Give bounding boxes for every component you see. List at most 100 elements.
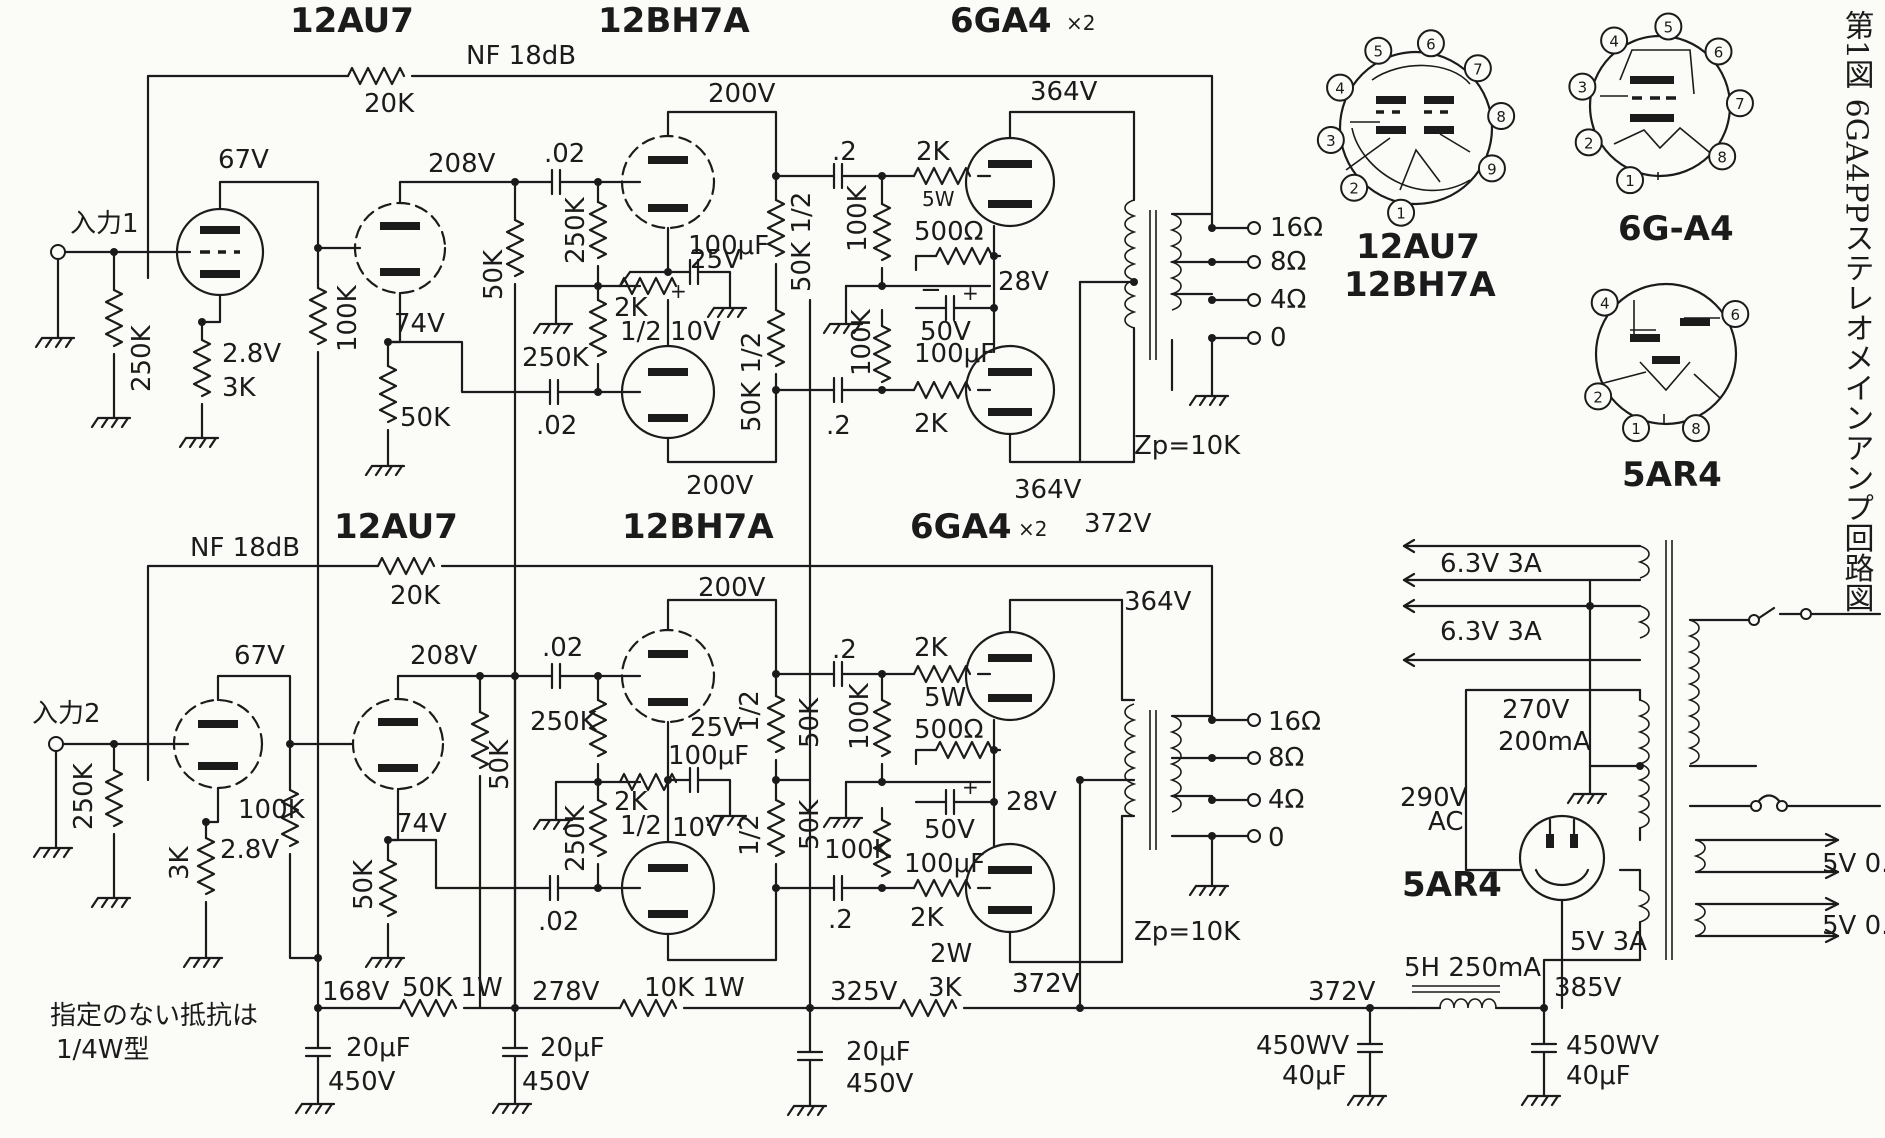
ch1-input-jack[interactable] bbox=[50, 244, 66, 260]
p6ga4-pin-label: 5 bbox=[1664, 18, 1674, 36]
p6ga4-pin-2 bbox=[1574, 128, 1603, 157]
ch2-v1b-cathode-voltage: 74V bbox=[396, 809, 447, 839]
ch1-output-grid-resistor-a: 100K bbox=[843, 184, 873, 252]
svg-text:+: + bbox=[962, 775, 979, 799]
supply-r10k1w: 10K 1W bbox=[644, 973, 745, 1003]
rect-tube-label: 5AR4 bbox=[1402, 865, 1502, 905]
p6ga4-pin-5 bbox=[1654, 12, 1683, 41]
p12au7-pin-1 bbox=[1387, 198, 1416, 227]
ch2-tube-v1b bbox=[351, 697, 445, 791]
ch1-bias-cap-voltage: 50V bbox=[920, 317, 971, 347]
p5ar4-pin-1 bbox=[1622, 414, 1651, 443]
ch2-cathode-resistor: 50K bbox=[349, 859, 379, 910]
ch1-terminal-4[interactable] bbox=[1247, 293, 1261, 307]
pinout-12au7-label: 12AU7 bbox=[1356, 227, 1480, 267]
rect-ac-voltage: 290V bbox=[1400, 783, 1468, 813]
ch2-output-8: 8Ω bbox=[1268, 743, 1304, 773]
ch2-output-grid-resistor-b: 100K bbox=[824, 835, 892, 865]
ch1-grid-stopper-b: 2K bbox=[914, 409, 949, 439]
ch1-pi-load-b: 50K 1/2 bbox=[737, 332, 767, 432]
supply-c3-voltage: 450V bbox=[846, 1069, 914, 1099]
ch2-pi-resistor: 2K bbox=[614, 787, 649, 817]
ch2-output-0: 0 bbox=[1268, 823, 1285, 853]
ch2-tube3-title: 6GA4 bbox=[910, 507, 1012, 547]
power-switch-b[interactable] bbox=[1800, 608, 1812, 620]
ch1-terminal-8[interactable] bbox=[1247, 255, 1261, 269]
ch1-v1b-plate-resistor: 50K bbox=[479, 249, 509, 300]
ch1-coupling-cap-b: .02 bbox=[536, 411, 577, 441]
p6ga4-pin-label: 3 bbox=[1578, 79, 1588, 97]
ch1-coupling-cap-a: .02 bbox=[544, 139, 585, 169]
ch1-supply-372: 372V bbox=[1084, 509, 1152, 539]
ch1-output-grid-resistor-b: 100K bbox=[847, 308, 877, 376]
supply-r3k-watt: 2W bbox=[930, 939, 972, 969]
supply-c2-value: 20μF bbox=[540, 1033, 605, 1063]
ch1-grid-stopper-watt: 5W bbox=[922, 187, 955, 211]
ch2-output-cap-a: .2 bbox=[832, 635, 857, 665]
ch2-pi-tail-voltage: 25V bbox=[690, 713, 741, 743]
supply-168v: 168V bbox=[322, 977, 390, 1007]
ch1-tube3-mult: ×2 bbox=[1066, 11, 1095, 35]
power-supply-rail: 168V 50K 1W 278V 10K 1W 325V 2W 3K 372V … bbox=[294, 939, 1659, 1117]
ch1-pi-resistor: 2K bbox=[614, 293, 649, 323]
pinout-6ga4-label: 6G-A4 bbox=[1618, 209, 1734, 249]
heater-winding-1: 6.3V 3A bbox=[1440, 549, 1542, 579]
ch2-pi-load-a: 50K bbox=[795, 697, 825, 748]
ch2-bias-pot: 500Ω bbox=[914, 715, 984, 745]
ch2-terminal-16[interactable] bbox=[1247, 713, 1261, 727]
ch1-v1b-cathode-voltage: 74V bbox=[394, 309, 445, 339]
figure-caption: 第1図 6GA4PPステレオメインアンプ回路図 bbox=[1839, 10, 1874, 613]
p12au7-pin-7 bbox=[1463, 54, 1492, 83]
p12au7-pin-9 bbox=[1477, 154, 1506, 183]
p12au7-pin-5 bbox=[1364, 36, 1393, 65]
p5ar4-pin-label: 8 bbox=[1691, 420, 1701, 438]
ch1-tube3-title: 6GA4 bbox=[950, 1, 1052, 41]
channel-2: 12AU7 12BH7A 6GA4 ×2 NF 18dB 20K 入力2 250… bbox=[32, 507, 1321, 1012]
supply-278v: 278V bbox=[532, 977, 600, 1007]
ch2-grid-resistor: 250K bbox=[69, 762, 99, 830]
ch2-pi-cap: 100μF bbox=[668, 741, 749, 771]
p12au7-pin-2 bbox=[1340, 173, 1369, 202]
ch2-pi-load-b-watt: 1/2 bbox=[735, 814, 765, 856]
supply-c2-voltage: 450V bbox=[522, 1067, 590, 1097]
supply-c5-value: 40μF bbox=[1566, 1061, 1631, 1091]
p6ga4-pin-label: 7 bbox=[1735, 95, 1745, 113]
rect-filament-winding: 5V 3A bbox=[1570, 927, 1647, 957]
ch2-terminal-4[interactable] bbox=[1247, 793, 1261, 807]
ch2-output-4: 4Ω bbox=[1268, 785, 1304, 815]
ch2-tube-6ga4-upper bbox=[964, 630, 1056, 722]
ch2-coupling-cap-a: .02 bbox=[542, 633, 583, 663]
ch2-input-jack[interactable] bbox=[48, 736, 64, 752]
p12au7-pin-8 bbox=[1487, 102, 1516, 131]
ch2-pi-load-b: 50K bbox=[795, 799, 825, 850]
ch2-grid-leak-a: 250K bbox=[530, 707, 598, 737]
ch2-terminal-0[interactable] bbox=[1247, 829, 1261, 843]
supply-c3-value: 20μF bbox=[846, 1037, 911, 1067]
ch2-nf-label: NF 18dB bbox=[190, 533, 300, 563]
ch2-tube1-title: 12AU7 bbox=[334, 507, 458, 547]
ch2-v1b-plate-voltage: 208V bbox=[410, 641, 478, 671]
fuse-a[interactable] bbox=[1750, 800, 1762, 812]
ch1-terminal-16[interactable] bbox=[1247, 221, 1261, 235]
ch2-input-label: 入力2 bbox=[32, 699, 101, 729]
ch1-cathode-resistor: 50K bbox=[400, 403, 451, 433]
ch2-v1-plate-voltage: 67V bbox=[234, 641, 285, 671]
ch1-grid-stopper-a: 2K bbox=[916, 137, 951, 167]
ch1-v1b-plate-voltage: 208V bbox=[428, 149, 496, 179]
ch2-terminal-8[interactable] bbox=[1247, 751, 1261, 765]
p5ar4-pin-label: 2 bbox=[1593, 388, 1603, 406]
p12au7-pin-label: 7 bbox=[1473, 60, 1483, 78]
p12au7-pin-4 bbox=[1326, 73, 1355, 102]
power-switch-a[interactable] bbox=[1748, 614, 1760, 626]
ch1-v1-cathode-resistor: 3K bbox=[222, 373, 257, 403]
ch1-v1-plate-voltage: 67V bbox=[218, 145, 269, 175]
p12au7-pin-label: 8 bbox=[1496, 108, 1506, 126]
svg-text:+: + bbox=[962, 281, 979, 305]
ch1-terminal-0[interactable] bbox=[1247, 331, 1261, 345]
ch1-nf-resistor: 20K bbox=[364, 89, 415, 119]
fuse-b[interactable] bbox=[1776, 800, 1788, 812]
power-transformer: 6.3V 3A 6.3V 3A 270V 200mA 5V 0. 5V 0. 5… bbox=[1402, 538, 1885, 1010]
note-line-2: 1/4W型 bbox=[56, 1035, 150, 1065]
ch2-bias-cap: 100μF bbox=[904, 849, 985, 879]
